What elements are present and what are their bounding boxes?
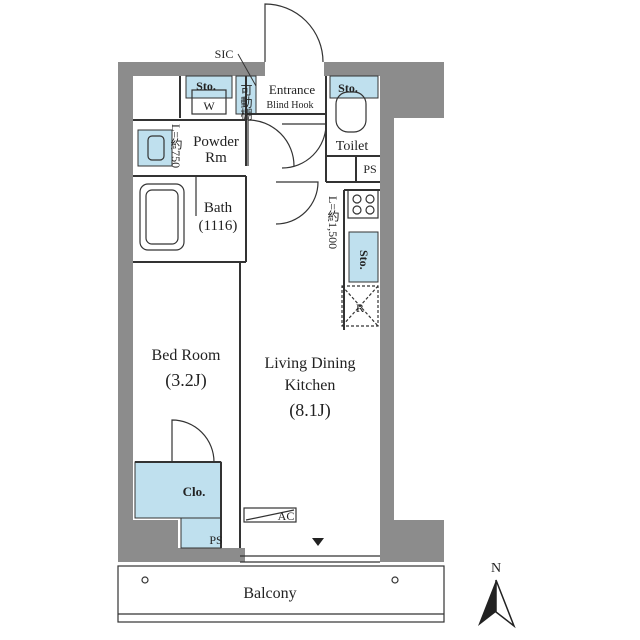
storage-label-3: Sto. <box>357 250 371 270</box>
powder-label-2: Rm <box>205 150 227 166</box>
compass: N <box>478 561 516 629</box>
toilet-label: Toilet <box>336 139 369 154</box>
bath-label: Bath <box>204 200 233 216</box>
north-arrow-icon <box>478 580 496 626</box>
storage-label-1: Sto. <box>196 79 216 93</box>
ps-label-1: PS <box>363 162 376 176</box>
ldk-size: (8.1J) <box>289 400 331 421</box>
ac-label: AC <box>278 509 295 523</box>
door-swings <box>171 3 327 463</box>
bathtub-icon <box>139 183 185 251</box>
sic-label: SIC <box>215 47 234 61</box>
powder-label-1: Powder <box>193 134 239 150</box>
storage-label-2: Sto. <box>338 81 358 95</box>
fixtures <box>139 89 379 523</box>
entrance-label: Entrance <box>269 82 315 97</box>
balcony <box>117 555 445 623</box>
bath-size: (1116) <box>199 218 238 234</box>
refrigerator-label: R <box>356 301 364 315</box>
ldk-label-1: Living Dining <box>264 355 355 372</box>
refrigerator-icon <box>341 285 379 327</box>
kitchen-length-label: L=約1,500 <box>326 196 340 249</box>
toilet-icon <box>335 91 367 133</box>
sic-leader <box>237 53 257 87</box>
ac-unit-icon <box>243 507 297 523</box>
balcony-label: Balcony <box>243 585 296 602</box>
interior-walls <box>133 76 380 548</box>
exterior-walls <box>118 62 444 562</box>
blind-hook-label: Blind Hook <box>267 100 314 111</box>
entry-arrow-icon <box>312 538 324 546</box>
closet-label: Clo. <box>183 484 206 499</box>
washer-icon <box>191 89 227 115</box>
sink-icon <box>147 135 165 161</box>
ldk-label-2: Kitchen <box>285 377 336 394</box>
bedroom-size: (3.2J) <box>165 370 207 391</box>
stove-icon <box>347 189 379 219</box>
ps-label-2: PS <box>209 533 222 547</box>
powder-length-label: L=約750 <box>169 124 183 168</box>
movable-shelf-label: 可動棚 <box>239 84 253 121</box>
compass-north-label: N <box>491 561 501 576</box>
bedroom-label: Bed Room <box>152 347 221 364</box>
washer-label: W <box>203 99 215 113</box>
